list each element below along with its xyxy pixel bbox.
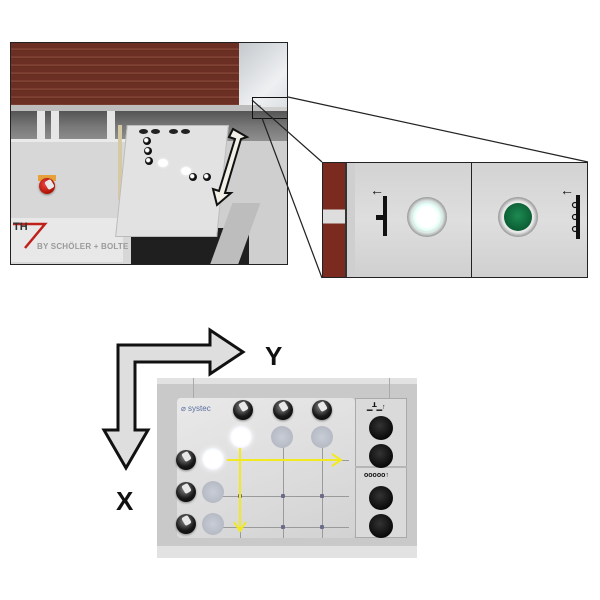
panel-knob-top xyxy=(169,129,178,134)
left-indicator-light-3[interactable] xyxy=(202,513,224,535)
top-rotary-knob-3[interactable] xyxy=(312,400,332,420)
left-indicator-light-1[interactable] xyxy=(202,448,224,470)
table-surface xyxy=(239,43,287,107)
frame-bottom xyxy=(157,546,417,558)
side-button-4[interactable] xyxy=(369,514,393,538)
grid-line xyxy=(283,438,284,538)
frame-seam xyxy=(193,378,194,398)
housing-edge xyxy=(11,139,129,142)
machine-photo: TH BY SCHÖLER + BOLTE xyxy=(10,42,288,265)
panel-knob-left xyxy=(144,147,152,155)
arrow-left-icon: ← xyxy=(560,182,574,198)
logo-text: BY SCHÖLER + BOLTE xyxy=(37,242,129,251)
main-switch-icon xyxy=(38,175,56,195)
side-button-3[interactable] xyxy=(369,486,393,510)
side-group-2-symbol: ooooo↑ xyxy=(364,472,389,479)
control-panel-photo: ⌀ systec ▁┸▁↑ ooooo↑ xyxy=(157,378,417,558)
panel-light-on xyxy=(181,167,191,175)
green-push-button[interactable] xyxy=(498,197,538,237)
top-indicator-light-3[interactable] xyxy=(311,426,333,448)
top-indicator-light-1[interactable] xyxy=(230,426,252,448)
panel-divider xyxy=(471,163,473,277)
xy-axis-arrow-icon xyxy=(101,327,246,471)
zoom-highlight-box xyxy=(252,97,287,119)
support-leg xyxy=(107,111,115,139)
dotted-bar-symbol xyxy=(571,195,580,239)
grid-node xyxy=(320,494,324,498)
panel-knob-bottom xyxy=(189,173,197,181)
panel-knob-left xyxy=(145,157,153,165)
arrow-left-icon: ← xyxy=(370,182,384,198)
manufacturer-logo-plate xyxy=(11,218,123,262)
lit-push-button[interactable] xyxy=(407,197,447,237)
side-group-1-symbol: ▁┸▁↑ xyxy=(367,404,386,411)
panel-knob-bottom xyxy=(203,173,211,181)
panel-knob-top xyxy=(181,129,190,134)
support-leg xyxy=(37,111,45,139)
frame-top xyxy=(157,378,417,384)
top-indicator-light-2[interactable] xyxy=(271,426,293,448)
vertical-bar-symbol xyxy=(383,196,387,236)
grid-node xyxy=(320,525,324,529)
top-rotary-knob-1[interactable] xyxy=(233,400,253,420)
logo-mark: TH xyxy=(13,221,28,233)
wood-edge xyxy=(323,163,345,277)
panel-light-on xyxy=(158,159,168,167)
side-button-1[interactable] xyxy=(369,416,393,440)
button-detail-inset: ← ← xyxy=(322,162,588,278)
x-axis-label: X xyxy=(116,486,134,516)
top-rotary-knob-2[interactable] xyxy=(273,400,293,420)
support-leg xyxy=(51,111,59,139)
panel-knob-top xyxy=(151,129,160,134)
guide-rail xyxy=(118,125,122,200)
left-rotary-knob-2[interactable] xyxy=(176,482,196,502)
panel-knob-top xyxy=(139,129,148,134)
machine-strip xyxy=(345,163,357,277)
panel-knob-left xyxy=(143,137,151,145)
brand-label: ⌀ systec xyxy=(181,404,211,413)
left-rotary-knob-3[interactable] xyxy=(176,514,196,534)
left-indicator-light-2[interactable] xyxy=(202,481,224,503)
bar-tab-symbol xyxy=(376,215,383,220)
grid-node xyxy=(281,525,285,529)
side-button-2[interactable] xyxy=(369,444,393,468)
grid-line xyxy=(322,438,323,538)
double-arrow-icon xyxy=(211,127,250,207)
frame-seam xyxy=(389,378,390,398)
y-axis-label: Y xyxy=(265,341,283,371)
left-rotary-knob-1[interactable] xyxy=(176,450,196,470)
logo-triangle-icon xyxy=(13,222,48,249)
yellow-direction-arrows-icon xyxy=(227,448,343,533)
grid-node xyxy=(281,494,285,498)
